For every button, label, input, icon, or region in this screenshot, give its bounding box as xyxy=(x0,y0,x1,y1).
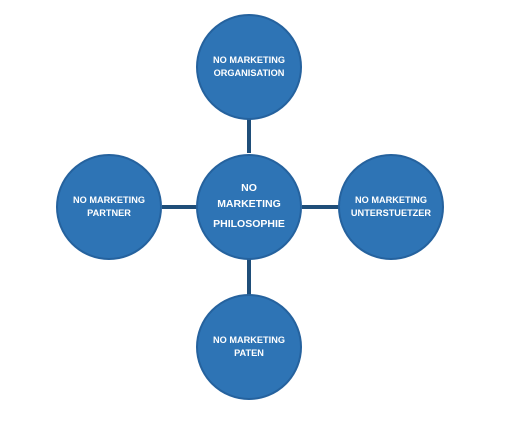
connector-bottom xyxy=(247,258,251,297)
node-center-line-2: MARKETING xyxy=(217,198,281,211)
node-right-label: NO MARKETING UNTERSTUETZER xyxy=(351,194,431,221)
connector-top xyxy=(247,116,251,153)
node-bottom-label: NO MARKETING PATEN xyxy=(213,334,285,361)
node-bottom-paten: NO MARKETING PATEN xyxy=(196,294,302,400)
node-right-unterstuetzer: NO MARKETING UNTERSTUETZER xyxy=(338,154,444,260)
node-center-line-3: PHILOSOPHIE xyxy=(213,217,285,230)
node-center-line-1: NO xyxy=(241,182,257,195)
node-left-line-2: PARTNER xyxy=(87,208,131,218)
node-top-line-1: NO MARKETING xyxy=(213,54,285,65)
connector-right xyxy=(302,205,340,209)
node-bottom-line-1: NO MARKETING xyxy=(213,334,285,345)
node-left-line-1: NO MARKETING xyxy=(73,194,145,205)
node-bottom-line-2: PATEN xyxy=(234,348,264,358)
node-center-label: NO MARKETING PHILOSOPHIE xyxy=(213,181,285,232)
node-left-label: NO MARKETING PARTNER xyxy=(73,194,145,221)
node-top-line-2: ORGANISATION xyxy=(213,68,285,78)
connector-left xyxy=(162,205,200,209)
node-right-line-2: UNTERSTUETZER xyxy=(350,208,432,218)
node-left-partner: NO MARKETING PARTNER xyxy=(56,154,162,260)
node-top-organisation: NO MARKETING ORGANISATION xyxy=(196,14,302,120)
node-top-label: NO MARKETING ORGANISATION xyxy=(213,54,285,81)
node-right-line-1: NO MARKETING xyxy=(355,194,427,205)
node-center-philosophie: NO MARKETING PHILOSOPHIE xyxy=(196,154,302,260)
